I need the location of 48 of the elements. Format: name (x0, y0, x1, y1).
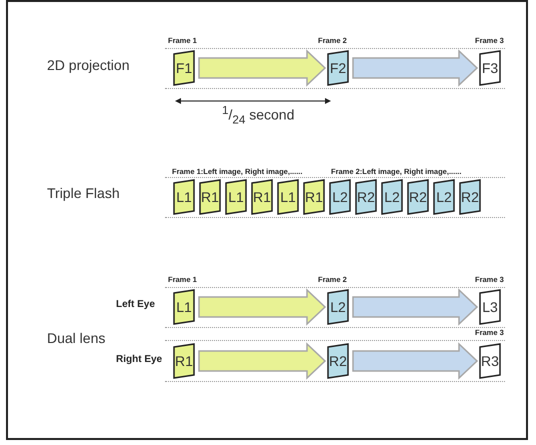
frame-label: L2 (384, 189, 400, 205)
row-title: Dual lens (47, 330, 106, 346)
film-frame (225, 179, 247, 215)
frame-label: L1 (176, 189, 192, 205)
frame-label: F1 (176, 60, 192, 76)
frame-label: L2 (330, 299, 346, 315)
eye-label: Left Eye (116, 299, 155, 310)
frame-label: F3 (482, 60, 498, 76)
frame-label: R1 (175, 353, 193, 369)
row-title: 2D projection (47, 57, 130, 73)
frame-label: R1 (253, 189, 271, 205)
film-frame (303, 179, 325, 215)
dimension-label: $^{1}$/$_{24}$ second (222, 104, 294, 126)
row-title: Triple Flash (47, 185, 120, 201)
frame-label: L3 (482, 299, 498, 315)
block-arrow (198, 49, 326, 87)
film-frame (199, 179, 221, 215)
frame-label: L1 (176, 299, 192, 315)
frame-label: R2 (461, 189, 479, 205)
frame-label: F2 (330, 60, 346, 76)
film-frame (381, 179, 403, 215)
film-frame (173, 179, 195, 215)
frame-label: R2 (409, 189, 427, 205)
frame-label: R3 (481, 353, 499, 369)
frame-label: R1 (305, 189, 323, 205)
block-arrow (352, 288, 478, 326)
frame-label: L2 (436, 189, 452, 205)
film-frame (277, 179, 299, 215)
film-frame (251, 179, 273, 215)
frame-label: R2 (329, 353, 347, 369)
frame-label: L1 (280, 189, 296, 205)
film-frame (407, 179, 429, 215)
frame-label: R2 (357, 189, 375, 205)
block-arrow (352, 49, 478, 87)
frame-label: R1 (201, 189, 219, 205)
eye-label: Right Eye (116, 354, 162, 365)
block-arrow (352, 342, 478, 380)
frame-label: L1 (228, 189, 244, 205)
film-frame (173, 50, 195, 86)
frame-label: L2 (332, 189, 348, 205)
film-frame (433, 179, 455, 215)
film-frame (173, 289, 195, 325)
block-arrow (198, 342, 326, 380)
film-frame (329, 179, 351, 215)
film-frame (355, 179, 377, 215)
block-arrow (198, 288, 326, 326)
film-frame (173, 343, 195, 379)
film-frame (459, 179, 481, 215)
